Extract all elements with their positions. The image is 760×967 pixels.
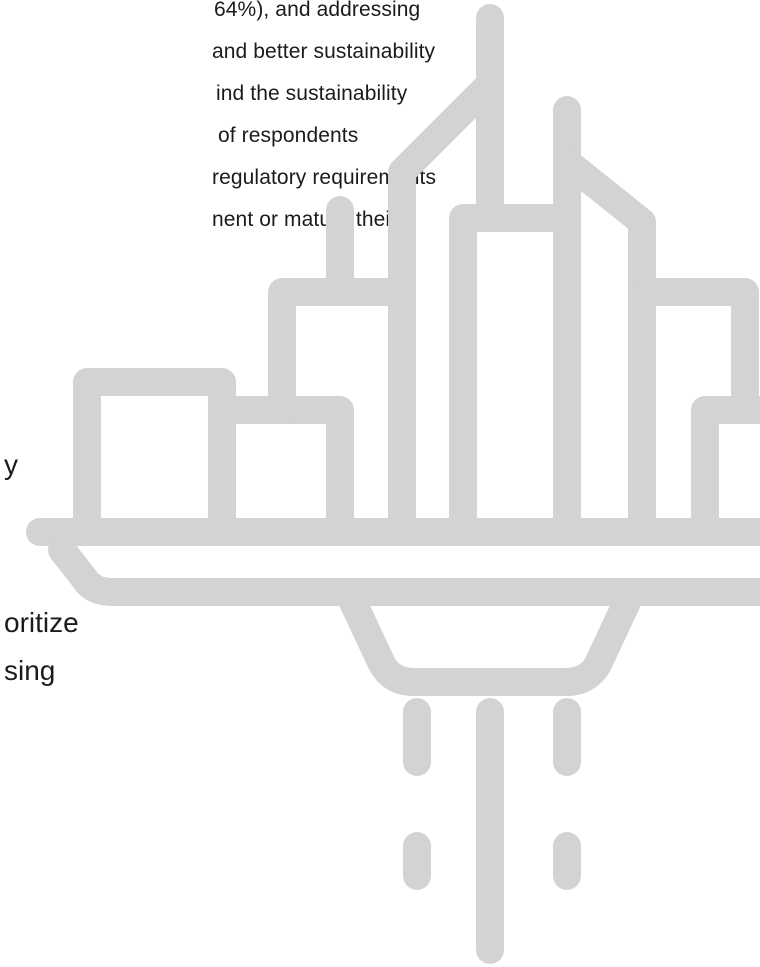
hull <box>48 536 760 606</box>
building-right-slanted <box>553 148 656 546</box>
body-text-line-2: and better sustainability <box>212 40 436 63</box>
callout-text-line-1: y <box>4 449 18 480</box>
callout-text-line-2: oritize <box>4 607 79 638</box>
body-text-line-5: regulatory requirements <box>212 166 437 189</box>
building-left-low <box>73 368 236 546</box>
building-antenna <box>268 278 416 424</box>
building-central <box>449 204 581 546</box>
building-right-wide <box>628 278 759 424</box>
body-text-line-1: 64%), and addressing <box>214 0 421 21</box>
building-right-low <box>691 396 760 546</box>
building-slanted-tower <box>388 70 504 546</box>
body-text-line-4: of respondents <box>218 124 359 147</box>
thruster-housing <box>338 586 642 696</box>
callout-text-line-3: sing <box>4 655 56 686</box>
building-small <box>208 396 354 546</box>
body-text-line-3: ind the sustainability <box>216 82 408 105</box>
